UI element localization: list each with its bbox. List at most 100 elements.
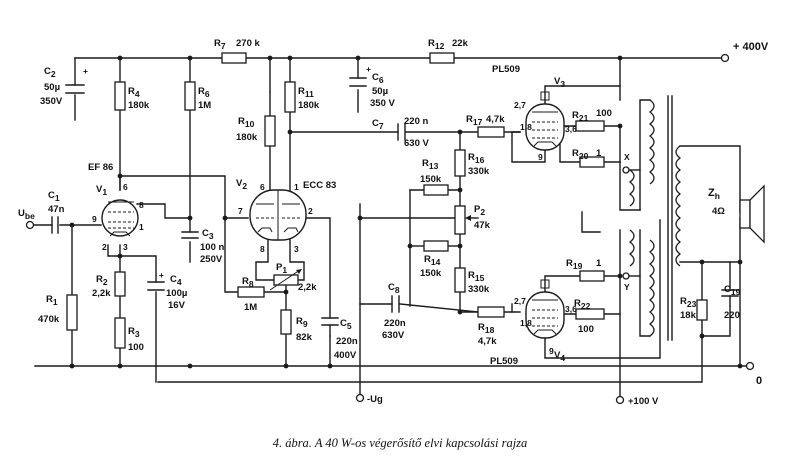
svg-text:1,8: 1,8 [520, 318, 532, 328]
svg-text:1: 1 [596, 258, 602, 269]
potentiometer-p2 [454, 205, 466, 235]
svg-text:630 V: 630 V [404, 138, 429, 149]
svg-text:C4: C4 [170, 274, 182, 287]
svg-text:2: 2 [102, 242, 107, 252]
svg-text:220n: 220n [384, 318, 406, 329]
resistor-r21 [575, 120, 605, 132]
svg-text:47n: 47n [48, 204, 65, 215]
svg-text:3: 3 [123, 242, 128, 252]
svg-text:4Ω: 4Ω [712, 206, 725, 217]
svg-text:180k: 180k [298, 100, 320, 111]
svg-text:1: 1 [294, 182, 299, 192]
svg-text:R8: R8 [242, 276, 254, 289]
svg-text:100µ: 100µ [166, 288, 187, 299]
svg-text:R19: R19 [566, 258, 583, 271]
svg-text:8: 8 [139, 200, 144, 210]
svg-text:C2: C2 [44, 66, 56, 79]
svg-text:R12: R12 [428, 38, 445, 51]
svg-text:1,8: 1,8 [520, 122, 532, 132]
ground-label: 0 [756, 375, 762, 387]
svg-text:2: 2 [308, 206, 313, 216]
svg-text:250V: 250V [200, 254, 223, 265]
resistor-r13 [423, 184, 449, 196]
capacitors: + + + [51, 64, 739, 337]
svg-text:3: 3 [294, 244, 299, 254]
svg-text:350 V: 350 V [370, 98, 395, 109]
svg-text:100: 100 [578, 324, 594, 335]
junctions [69, 55, 743, 369]
resistor-r11 [284, 81, 296, 113]
tube-v1-ef86 [101, 199, 139, 237]
svg-text:100: 100 [596, 108, 612, 119]
svg-text:2,2k: 2,2k [92, 288, 111, 299]
output-transformer [628, 95, 682, 341]
resistor-r10 [264, 115, 276, 147]
svg-text:P1: P1 [276, 262, 287, 275]
svg-text:8: 8 [260, 244, 265, 254]
svg-text:Y: Y [624, 282, 630, 292]
svg-text:+: + [366, 64, 371, 74]
svg-text:R4: R4 [128, 86, 140, 99]
resistors [66, 52, 708, 349]
svg-text:C5: C5 [340, 318, 352, 331]
resistor-r23 [696, 299, 708, 321]
svg-text:R18: R18 [478, 322, 495, 335]
svg-text:R10: R10 [238, 116, 255, 129]
svg-text:1M: 1M [198, 100, 211, 111]
svg-text:R20: R20 [572, 148, 589, 161]
svg-text:350V: 350V [40, 96, 63, 107]
svg-text:R21: R21 [572, 110, 589, 123]
svg-text:R6: R6 [198, 86, 210, 99]
resistor-r9 [280, 309, 292, 335]
svg-text:22k: 22k [452, 38, 469, 49]
svg-text:C3: C3 [202, 228, 214, 241]
labels: + 400V +100 V -Ug 0 Ube EF 86 V1 V2 ECC … [18, 38, 769, 407]
terminals [25, 53, 755, 405]
resistor-r3 [114, 317, 126, 349]
svg-text:C8: C8 [388, 282, 400, 295]
svg-text:3,6: 3,6 [565, 304, 577, 314]
svg-text:2,2k: 2,2k [298, 282, 317, 293]
svg-text:9: 9 [538, 152, 543, 162]
neg-ug-label: -Ug [367, 394, 383, 405]
v1-name-label: V1 [96, 184, 107, 197]
svg-text:R1: R1 [46, 294, 58, 307]
svg-text:9: 9 [92, 214, 97, 224]
svg-text:C1: C1 [48, 190, 60, 203]
svg-text:4,7k: 4,7k [478, 336, 497, 347]
loudspeaker-icon [739, 184, 765, 244]
svg-text:6: 6 [123, 182, 128, 192]
v3-name-label: V3 [554, 76, 565, 89]
resistor-r16 [454, 149, 466, 177]
v3-type-label: PL509 [492, 64, 520, 75]
svg-text:50µ: 50µ [372, 86, 388, 97]
svg-text:82k: 82k [296, 332, 313, 343]
tube-v2-ecc83 [249, 189, 307, 241]
v2-name-label: V2 [236, 178, 247, 191]
svg-text:R9: R9 [296, 316, 308, 329]
svg-text:470k: 470k [38, 314, 60, 325]
b-plus-label: + 400V [733, 41, 769, 53]
svg-text:C19: C19 [724, 284, 741, 297]
svg-text:180k: 180k [236, 132, 258, 143]
v4-type-label: PL509 [490, 356, 518, 367]
svg-text:R15: R15 [468, 270, 485, 283]
v2-type-label: ECC 83 [303, 180, 336, 191]
resistor-r12 [429, 52, 455, 64]
svg-text:4,7k: 4,7k [486, 114, 505, 125]
resistor-r6 [184, 81, 196, 111]
svg-text:330k: 330k [468, 166, 490, 177]
resistor-r1 [66, 294, 78, 331]
svg-text:1: 1 [596, 148, 602, 159]
svg-text:R2: R2 [96, 274, 108, 287]
svg-text:Zh: Zh [708, 187, 720, 201]
svg-text:7: 7 [238, 206, 243, 216]
tube-v4-pl509 [525, 279, 565, 339]
resistor-r19 [579, 270, 605, 282]
resistor-r14 [423, 240, 449, 252]
resistor-r4 [114, 81, 126, 111]
resistor-r15 [454, 267, 466, 293]
svg-text:P2: P2 [474, 204, 485, 217]
svg-text:100: 100 [128, 342, 144, 353]
